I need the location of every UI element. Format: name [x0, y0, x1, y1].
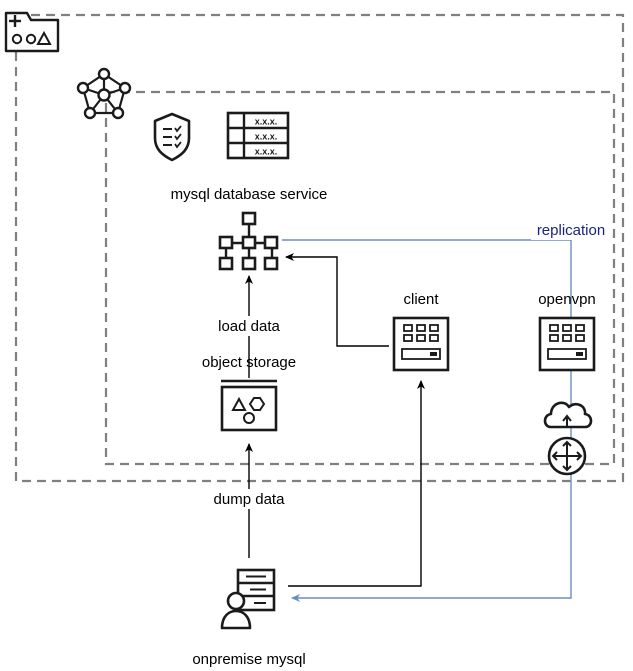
shield-icon [153, 112, 191, 162]
table-icon: x.x.x. x.x.x. x.x.x. [226, 111, 290, 160]
client-to-service-arrow [285, 253, 389, 347]
client-label: client [403, 291, 439, 308]
replication-label-bg [531, 221, 611, 240]
onpremise-mysql-label: onpremise mysql [192, 651, 305, 668]
table-cell-1: x.x.x. [255, 117, 278, 127]
load-data-label: load data [218, 318, 280, 335]
object-storage-icon[interactable] [220, 379, 278, 432]
compartment-folder-icon [4, 11, 60, 53]
openvpn-label: openvpn [538, 291, 596, 308]
object-storage-label: object storage [202, 354, 296, 371]
dump-data-label: dump data [214, 491, 286, 508]
openvpn-compute-icon[interactable] [538, 316, 596, 372]
vcn-network-icon [76, 67, 132, 120]
mysql-service-label: mysql database service [171, 186, 328, 203]
client-compute-icon[interactable] [392, 316, 450, 372]
mysql-service-icon[interactable] [218, 211, 279, 271]
gateway-router-icon [547, 436, 587, 476]
table-cell-2: x.x.x. [255, 132, 278, 142]
load-data-label-bg [212, 316, 288, 336]
table-cell-3: x.x.x. [255, 147, 278, 157]
dump-data-label-bg [206, 489, 294, 509]
vcn-boundary [104, 90, 616, 466]
onpremise-to-client-arrow [288, 380, 425, 587]
compartment-boundary [14, 13, 625, 483]
replication-label: replication [537, 222, 605, 239]
cloud-icon [543, 401, 593, 429]
onpremise-server-icon[interactable] [220, 568, 276, 630]
